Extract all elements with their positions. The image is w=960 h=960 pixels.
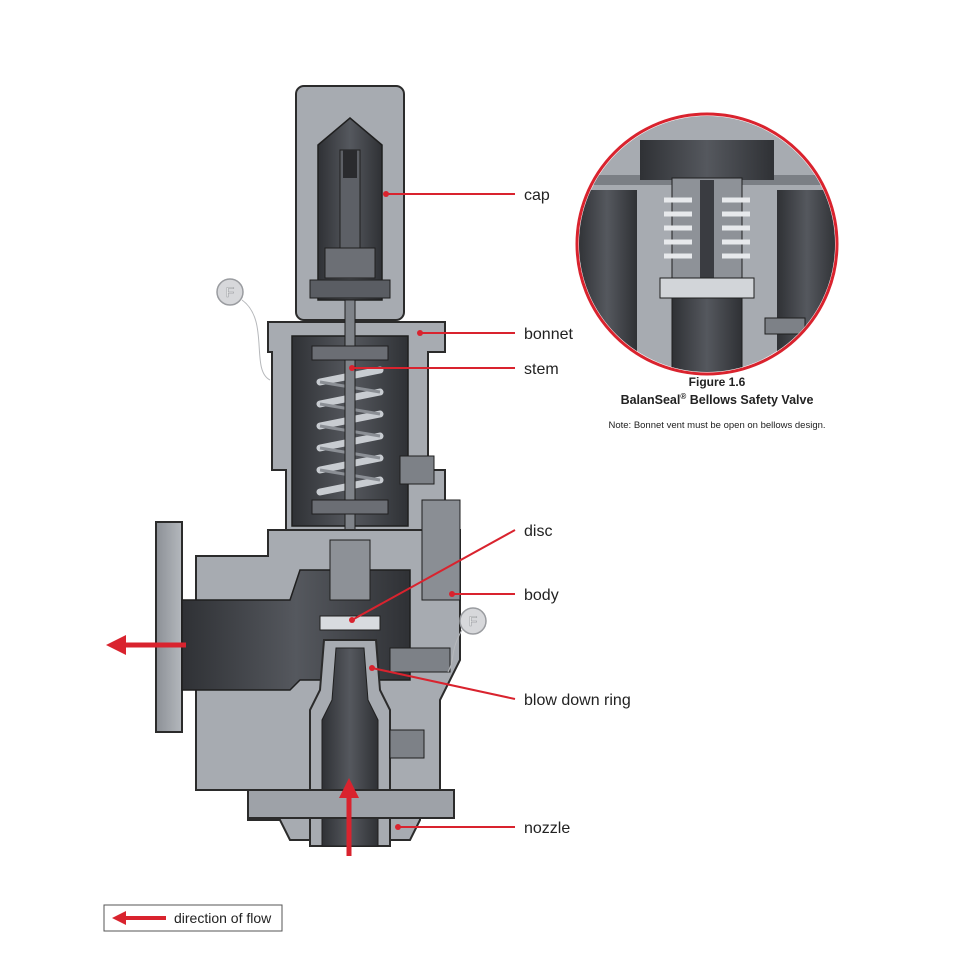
drain-plug xyxy=(389,729,425,759)
flow-legend: direction of flow xyxy=(103,904,283,932)
label-bonnet: bonnet xyxy=(524,326,573,343)
svg-text:F: F xyxy=(226,284,235,300)
label-nozzle: nozzle xyxy=(524,820,570,837)
legend-label: direction of flow xyxy=(174,910,272,926)
fire-badge-upper: F xyxy=(216,278,271,381)
flow-arrow-outlet xyxy=(106,635,186,655)
svg-text:F: F xyxy=(469,613,478,629)
labels: cap bonnet stem disc body blow down ring… xyxy=(349,187,631,837)
ring-pin xyxy=(389,647,451,673)
vent-fitting xyxy=(421,499,461,601)
label-blow-down-ring: blow down ring xyxy=(524,692,631,709)
label-disc: disc xyxy=(524,523,552,540)
label-cap: cap xyxy=(524,187,550,204)
valve-cutaway: F F xyxy=(106,85,487,856)
label-body: body xyxy=(524,587,559,604)
figure-title: BalanSeal® Bellows Safety Valve xyxy=(621,392,814,407)
figure-note: Note: Bonnet vent must be open on bellow… xyxy=(608,420,825,431)
bonnet-vent-plug xyxy=(399,455,435,485)
flow-arrow-inlet xyxy=(339,778,359,856)
label-stem: stem xyxy=(524,361,559,378)
bellows xyxy=(664,197,750,259)
fire-badge-lower: F xyxy=(447,607,487,673)
bellows-detail-inset xyxy=(575,112,839,376)
disc xyxy=(319,615,381,631)
figure-number: Figure 1.6 xyxy=(689,375,746,389)
outlet-flange xyxy=(155,521,183,733)
guide xyxy=(329,539,371,601)
arrow-left-icon xyxy=(112,911,166,925)
